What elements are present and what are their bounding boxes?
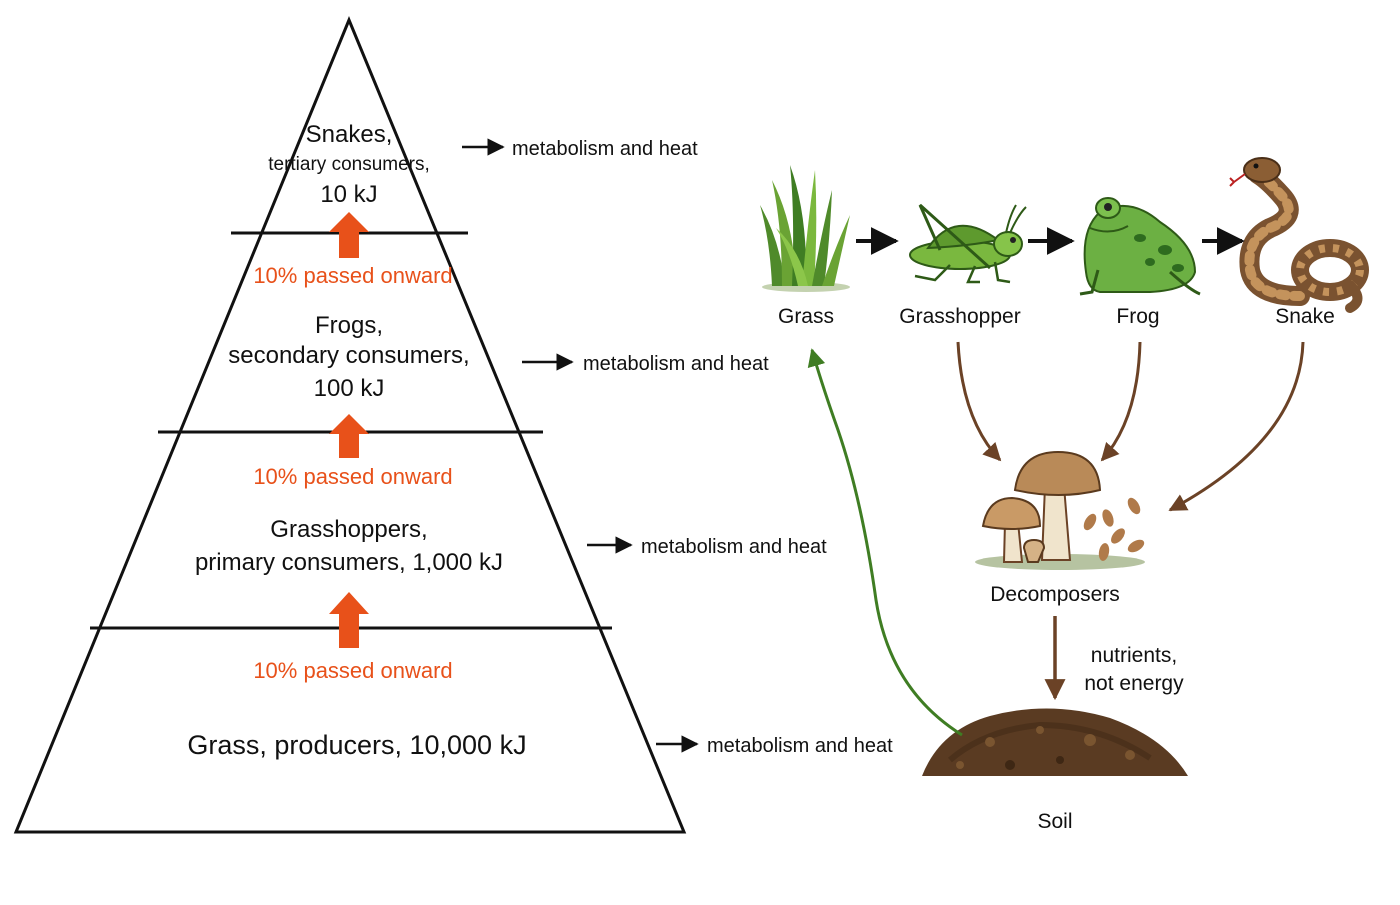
level-energy: 100 kJ: [314, 375, 385, 402]
organism-label-grasshopper: Grasshopper: [899, 305, 1020, 328]
pyramid-level-grasshoppers: Grasshoppers, primary consumers, 1,000 k…: [195, 516, 503, 576]
to-decomposers-arrow: [1100, 341, 1142, 462]
grass-icon: [760, 165, 850, 292]
heat-loss-label: metabolism and heat: [707, 735, 893, 757]
energy-pyramid: Snakes, tertiary consumers, 10 kJ Frogs,…: [13, 16, 893, 834]
organism-label-snake: Snake: [1275, 305, 1335, 328]
transfer-arrow-up: [329, 592, 369, 648]
level-name: Snakes,: [306, 121, 393, 148]
organism-label-frog: Frog: [1116, 305, 1159, 328]
frog-icon: [1079, 197, 1201, 296]
organism-label-grass: Grass: [778, 305, 834, 328]
snake-icon: [1229, 157, 1369, 313]
soil-label: Soil: [1037, 810, 1072, 833]
to-decomposers-arrow: [1168, 341, 1305, 512]
transfer-arrow-up: [329, 212, 369, 258]
level-energy: 10 kJ: [320, 181, 377, 208]
nutrients-label: nutrients,: [1091, 644, 1177, 667]
heat-loss-label: metabolism and heat: [512, 138, 698, 160]
transfer-label: 10% passed onward: [253, 263, 452, 288]
level-role-energy: primary consumers, 1,000 kJ: [195, 549, 503, 576]
level-role: secondary consumers,: [228, 342, 469, 369]
level-label: Grass, producers, 10,000 kJ: [187, 730, 526, 760]
transfer-arrow-up: [329, 414, 369, 458]
pyramid-level-snakes: Snakes, tertiary consumers, 10 kJ: [268, 121, 430, 208]
pyramid-level-frogs: Frogs, secondary consumers, 100 kJ: [228, 312, 469, 402]
level-role: tertiary consumers,: [268, 154, 430, 175]
soil-icon: [922, 708, 1188, 776]
decomposers-label: Decomposers: [990, 583, 1120, 606]
pyramid-level-grass: Grass, producers, 10,000 kJ: [187, 730, 526, 760]
food-chain: Grass Grasshopper Fr: [760, 157, 1369, 833]
grasshopper-icon: [909, 203, 1027, 284]
level-name: Grasshoppers,: [270, 516, 427, 543]
level-name: Frogs,: [315, 312, 383, 339]
to-decomposers-arrow: [956, 341, 1002, 462]
heat-loss-label: metabolism and heat: [583, 353, 769, 375]
transfer-label: 10% passed onward: [253, 464, 452, 489]
mushroom-icon: [975, 450, 1145, 570]
transfer-label: 10% passed onward: [253, 658, 452, 683]
heat-loss-label: metabolism and heat: [641, 536, 827, 558]
nutrient-return-arrow: [807, 348, 963, 737]
nutrients-label: not energy: [1084, 672, 1184, 695]
